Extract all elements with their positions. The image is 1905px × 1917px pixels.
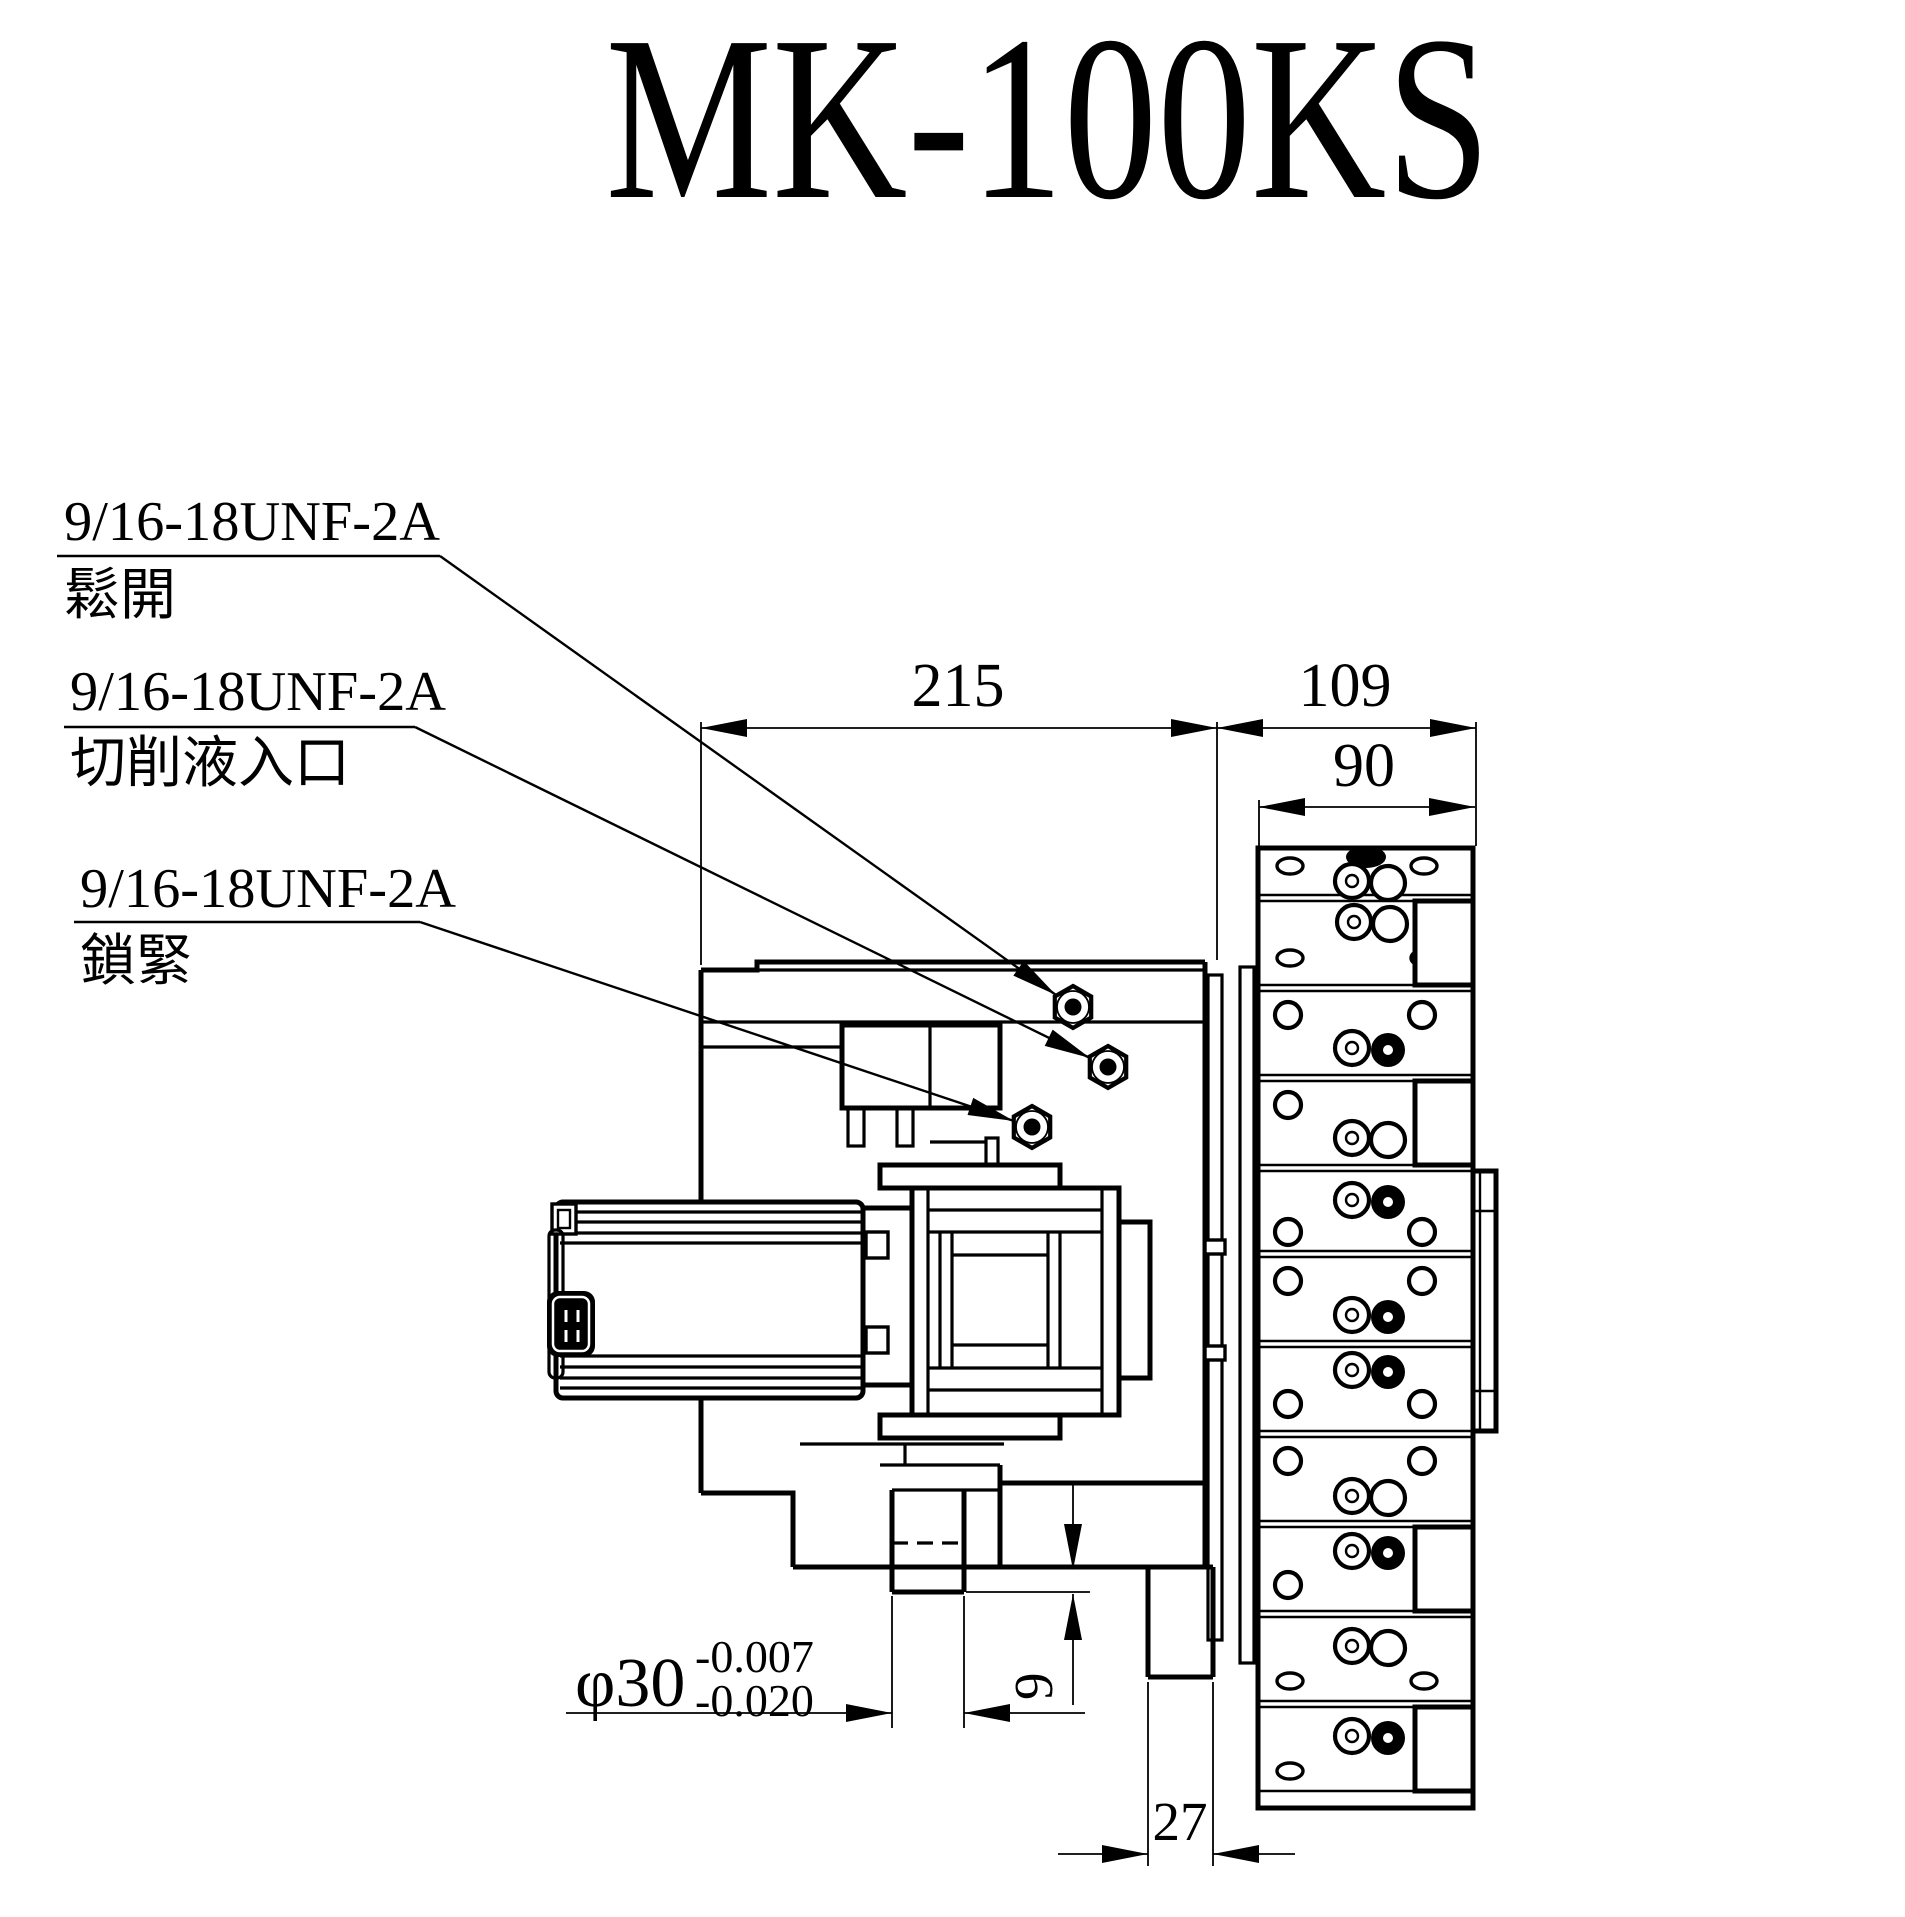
jaw-pocket bbox=[1412, 898, 1476, 988]
dim-90-value: 90 bbox=[1333, 732, 1395, 800]
leader-coolant bbox=[64, 725, 1094, 1067]
jaw-pocket bbox=[1412, 1078, 1476, 1168]
label-loosen: 9/16-18UNF-2A 鬆開 bbox=[57, 491, 1062, 1003]
label-coolant-thread: 9/16-18UNF-2A bbox=[70, 661, 447, 723]
adapter-ring bbox=[1238, 965, 1256, 1665]
motor-connector bbox=[547, 1291, 595, 1357]
bearing-cap bbox=[1116, 1219, 1153, 1381]
dim-109: 109 bbox=[1217, 652, 1477, 846]
dim-dia30-tol-upper: -0.007 bbox=[695, 1631, 814, 1682]
label-coolant: 9/16-18UNF-2A 切削液入口 bbox=[64, 661, 1094, 1067]
hex-nut-loosen bbox=[1052, 983, 1094, 1031]
dim-dia30-tol-lower: -0.020 bbox=[695, 1675, 814, 1726]
drawing-title: MK-100KS bbox=[606, 0, 1491, 248]
bottom-flange bbox=[1145, 1567, 1216, 1680]
motor-adapter-flange bbox=[860, 1205, 915, 1388]
jaw-pocket bbox=[1412, 1524, 1476, 1614]
leader-loosen bbox=[57, 554, 1062, 1003]
hex-nut-lock bbox=[1011, 1103, 1053, 1151]
main-body bbox=[698, 959, 1216, 1680]
servo-motor bbox=[547, 1199, 915, 1401]
label-coolant-name: 切削液入口 bbox=[70, 733, 350, 795]
jaw-pocket bbox=[1412, 1704, 1476, 1794]
dim-27-value: 27 bbox=[1153, 1791, 1208, 1852]
dim-215-value: 215 bbox=[912, 652, 1005, 720]
chuck-disc bbox=[1255, 845, 1499, 1811]
hex-nut-coolant bbox=[1087, 1043, 1129, 1091]
gear-housing bbox=[877, 1136, 1153, 1441]
dim-9-value: 9 bbox=[1003, 1673, 1064, 1701]
center-jaw bbox=[1470, 1168, 1499, 1434]
dim-27: 27 bbox=[1058, 1682, 1295, 1866]
label-lock-thread: 9/16-18UNF-2A bbox=[80, 858, 457, 920]
dim-9: 9 bbox=[1003, 1483, 1082, 1705]
dim-dia30: φ30 -0.007 -0.020 bbox=[566, 1596, 1085, 1728]
label-loosen-thread: 9/16-18UNF-2A bbox=[64, 491, 441, 553]
label-lock: 9/16-18UNF-2A 鎖緊 bbox=[74, 858, 1017, 1130]
label-lock-name: 鎖緊 bbox=[80, 931, 192, 993]
dim-109-value: 109 bbox=[1299, 652, 1392, 720]
label-loosen-name: 鬆開 bbox=[64, 565, 176, 627]
mount-bracket bbox=[839, 1022, 1003, 1148]
dim-215: 215 bbox=[700, 652, 1218, 965]
face-plate bbox=[1203, 973, 1227, 1642]
dim-dia30-value: φ30 bbox=[575, 1645, 685, 1722]
spigot-shaft bbox=[889, 1490, 1090, 1595]
dim-90: 90 bbox=[1258, 732, 1475, 846]
